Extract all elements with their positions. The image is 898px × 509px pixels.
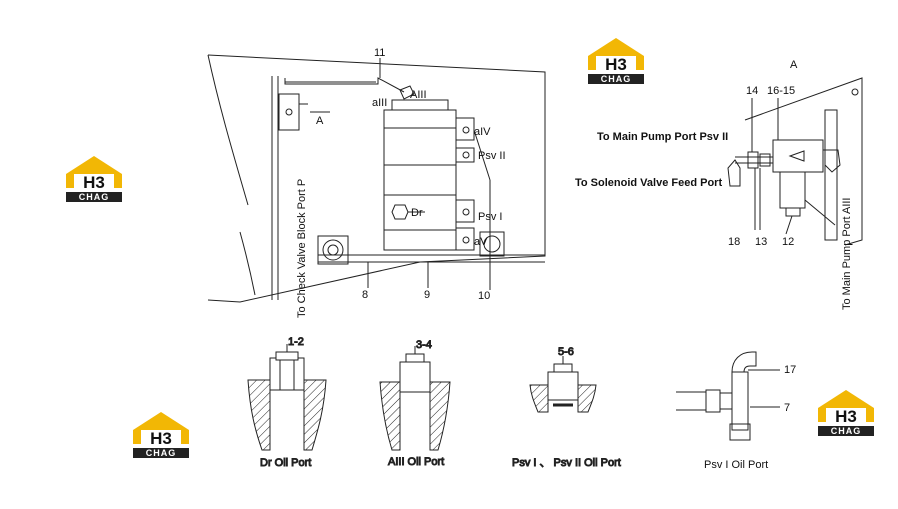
svg-text:18: 18 [728, 236, 740, 248]
svg-text:A: A [790, 59, 798, 71]
detail-view-a [727, 77, 863, 246]
port-detail-psv1-labels: 17 7 Psv I Oil Port [704, 364, 796, 471]
brand-logo: CHAG [133, 412, 189, 458]
svg-text:A: A [316, 115, 324, 127]
svg-text:Dr: Dr [411, 207, 423, 219]
svg-text:3-4: 3-4 [416, 339, 432, 351]
svg-text:aV: aV [474, 236, 488, 248]
brand-logo: CHAG [818, 390, 874, 436]
port-detail-psv: 5-6 Psv I 、 Psv II Oil Port [512, 346, 622, 470]
svg-text:To Main Pump Port AIII: To Main Pump Port AIII [841, 198, 853, 311]
svg-text:AIII: AIII [410, 89, 427, 101]
svg-text:Psv I: Psv I [478, 211, 502, 223]
svg-text:10: 10 [478, 290, 490, 302]
svg-text:7: 7 [784, 402, 790, 414]
svg-text:Psv II: Psv II [478, 150, 506, 162]
svg-text:aIV: aIV [474, 126, 491, 138]
svg-text:5-6: 5-6 [558, 346, 574, 358]
svg-text:13: 13 [755, 236, 767, 248]
brand-logo: CHAG [588, 38, 644, 84]
svg-text:8: 8 [362, 289, 368, 301]
svg-text:To Check Valve Block Port P: To Check Valve Block Port P [296, 179, 308, 318]
svg-text:Dr Oil Port: Dr Oil Port [260, 457, 311, 469]
svg-text:Psv I Oil Port: Psv I Oil Port [704, 459, 768, 471]
svg-text:To Solenoid Valve Feed Port: To Solenoid Valve Feed Port [575, 177, 722, 189]
svg-text:Psv I 、 Psv II Oil Port: Psv I 、 Psv II Oil Port [512, 457, 621, 469]
svg-text:11: 11 [374, 47, 385, 59]
svg-text:To Main Pump Port Psv II: To Main Pump Port Psv II [597, 131, 728, 143]
port-detail-aiii: 3-4 AIII Oil Port [379, 339, 451, 469]
main-assembly-view [207, 54, 546, 303]
svg-text:16-15: 16-15 [767, 85, 795, 97]
svg-text:9: 9 [424, 289, 430, 301]
svg-text:CHAG: CHAG [601, 74, 632, 84]
svg-text:CHAG: CHAG [79, 192, 110, 202]
svg-text:CHAG: CHAG [146, 448, 177, 458]
svg-text:aIII: aIII [372, 97, 387, 109]
svg-text:CHAG: CHAG [831, 426, 862, 436]
svg-text:14: 14 [746, 85, 758, 97]
svg-text:AIII Oil Port: AIII Oil Port [388, 456, 444, 468]
svg-text:1-2: 1-2 [288, 336, 304, 348]
port-detail-psv1 [676, 351, 780, 441]
port-detail-dr: 1-2 Dr Oil Port [247, 336, 327, 470]
main-labels: 11 aIII AIII A aIV Psv II Dr Psv I aV 8 … [296, 47, 506, 318]
svg-text:12: 12 [782, 236, 794, 248]
detail-labels: A 14 16-15 To Main Pump Port Psv II To S… [575, 59, 853, 310]
svg-text:17: 17 [784, 364, 796, 376]
brand-logo: CHAG [66, 156, 122, 202]
